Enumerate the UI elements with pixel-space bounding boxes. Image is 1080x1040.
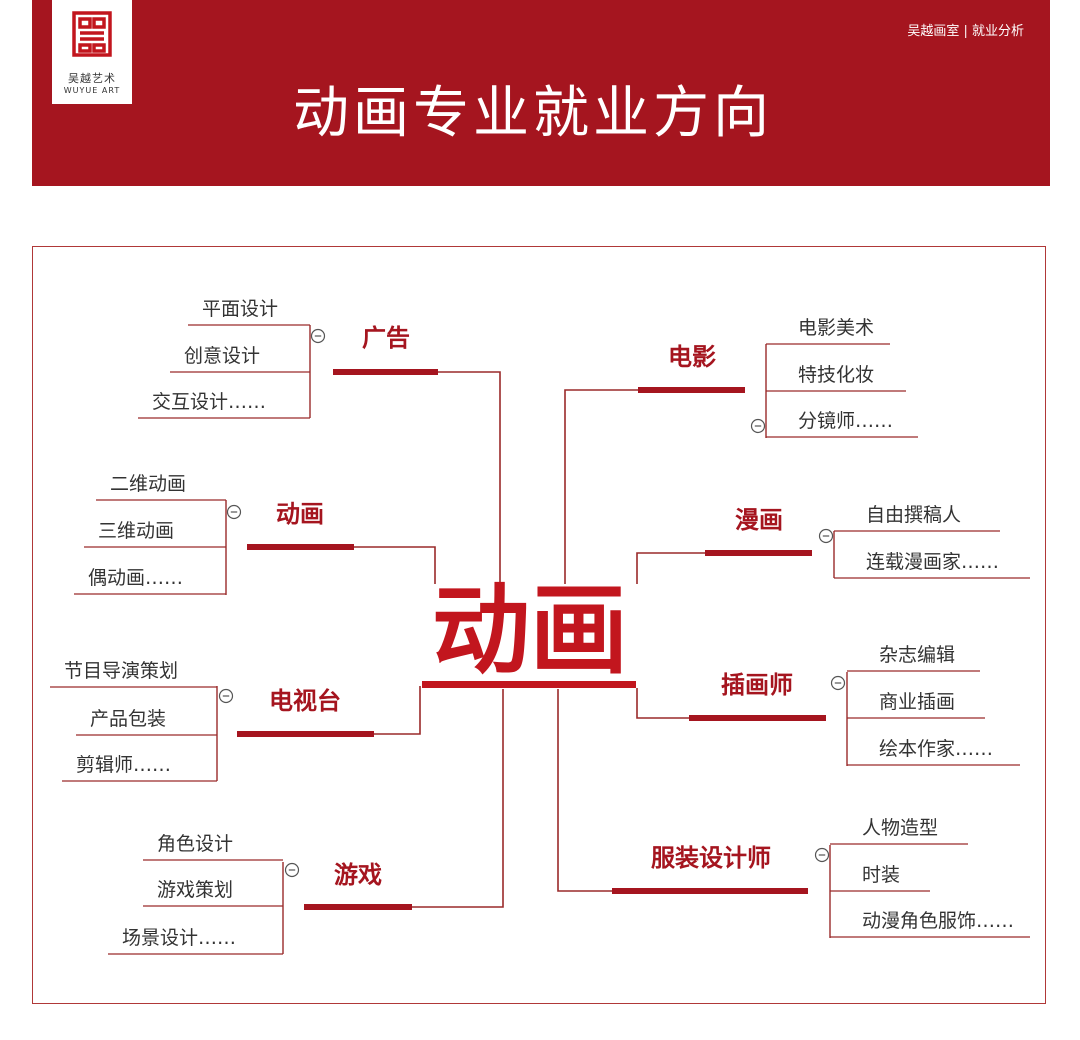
branch-label: 插画师 (721, 671, 793, 699)
collapse-icon (830, 675, 846, 691)
center-node: 动画 (432, 574, 628, 688)
logo-text: 吴越艺术 (68, 72, 116, 85)
page-title: 动画专业就业方向 (293, 81, 773, 146)
collapse-icon (226, 504, 242, 520)
branch-connector (374, 686, 421, 735)
leaf-label: 游戏策划 (157, 879, 233, 901)
branch-connector (636, 688, 689, 719)
logo-english-text: WUYUE ART (63, 86, 121, 95)
leaf-label: 自由撰稿人 (866, 504, 961, 526)
leaf-label: 场景设计…… (122, 927, 236, 949)
leaf-label: 剪辑师…… (76, 754, 171, 776)
leaf-label: 商业插画 (879, 691, 955, 713)
leaf-label: 平面设计 (202, 298, 278, 320)
center-underline (422, 681, 636, 688)
leaf-label: 角色设计 (157, 833, 233, 855)
leaf-label: 二维动画 (110, 473, 186, 495)
branch-connector (636, 552, 705, 584)
leaf-label: 创意设计 (184, 345, 260, 367)
collapse-icon (818, 528, 834, 544)
branch-label: 动画 (276, 500, 324, 528)
branch-connector (557, 689, 612, 892)
collapse-icon (218, 688, 234, 704)
branch-2: 动画 二维动画三维动画偶动画…… (88, 473, 354, 589)
connector-lines (50, 324, 1030, 955)
branch-label: 广告 (362, 324, 410, 352)
collapse-icon (284, 862, 300, 878)
branch-underline (689, 715, 826, 721)
collapse-icon (750, 418, 766, 434)
branch-7: 插画师 杂志编辑商业插画绘本作家…… (689, 644, 993, 760)
leaf-label: 产品包装 (90, 708, 166, 730)
logo: 吴越艺术 WUYUE ART (52, 0, 132, 104)
branch-5: 电影 电影美术特技化妆分镜师…… (638, 317, 893, 434)
branch-1: 广告 平面设计创意设计交互设计…… (152, 298, 438, 413)
leaf-label: 人物造型 (862, 817, 938, 839)
branch-6: 漫画 自由撰稿人连载漫画家…… (705, 504, 999, 573)
branch-connector (412, 689, 504, 908)
leaf-label: 分镜师…… (798, 410, 893, 432)
leaf-label: 动漫角色服饰…… (862, 910, 1014, 932)
header-tag: 吴越画室 | 就业分析 (907, 24, 1024, 39)
leaf-label: 偶动画…… (88, 567, 183, 589)
branch-label: 游戏 (334, 861, 382, 889)
branch-underline (237, 731, 374, 737)
branch-connector (564, 389, 638, 584)
leaf-label: 杂志编辑 (879, 644, 955, 666)
branch-4: 游戏 角色设计游戏策划场景设计…… (122, 833, 412, 949)
branch-label: 电影 (668, 343, 716, 371)
collapse-icon (310, 328, 326, 344)
leaf-label: 绘本作家…… (879, 738, 993, 760)
header-banner (32, 0, 1050, 186)
branch-3: 电视台 节目导演策划产品包装剪辑师…… (64, 660, 374, 776)
leaf-label: 连载漫画家…… (866, 551, 999, 573)
branch-8: 服装设计师 人物造型时装动漫角色服饰…… (612, 817, 1014, 932)
branch-underline (304, 904, 412, 910)
branch-label: 服装设计师 (651, 844, 771, 872)
branch-label: 漫画 (735, 506, 783, 534)
leaf-label: 电影美术 (798, 317, 874, 339)
wuyue-logo-icon (72, 11, 112, 57)
branch-label: 电视台 (269, 687, 341, 715)
collapse-icon (814, 847, 830, 863)
branch-connector (354, 546, 436, 584)
mindmap-frame (32, 246, 1046, 1004)
branch-underline (705, 550, 812, 556)
leaf-label: 三维动画 (98, 520, 174, 542)
branch-connector (438, 371, 501, 584)
leaf-label: 交互设计…… (152, 391, 266, 413)
branch-underline (638, 387, 745, 393)
branch-underline (247, 544, 354, 550)
leaf-label: 时装 (862, 864, 900, 886)
leaf-label: 特技化妆 (798, 364, 874, 386)
leaf-label: 节目导演策划 (64, 660, 178, 682)
branch-underline (333, 369, 438, 375)
branch-underline (612, 888, 808, 894)
